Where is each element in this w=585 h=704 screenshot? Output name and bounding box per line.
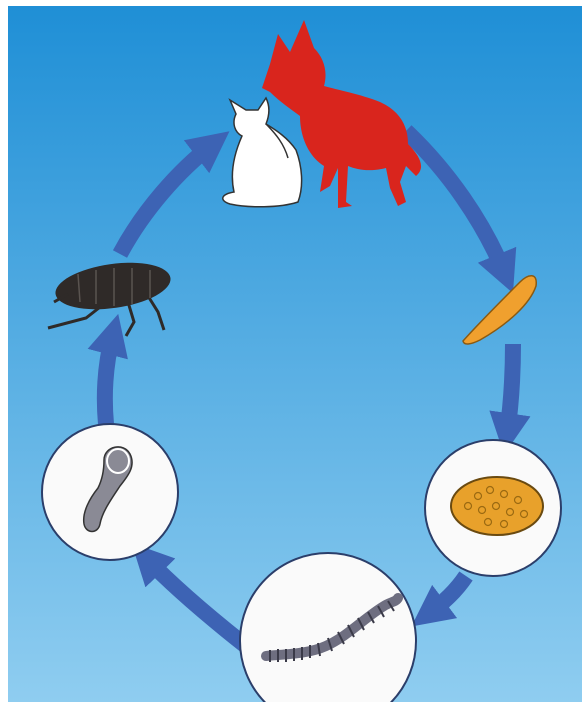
egg-packet-stage bbox=[425, 440, 561, 576]
arrow-cysticercoid-to-flea bbox=[105, 334, 113, 424]
arrow-proglottid-to-eggs bbox=[507, 344, 513, 434]
life-cycle-diagram bbox=[8, 6, 582, 702]
cysticercoid-stage bbox=[42, 424, 178, 560]
